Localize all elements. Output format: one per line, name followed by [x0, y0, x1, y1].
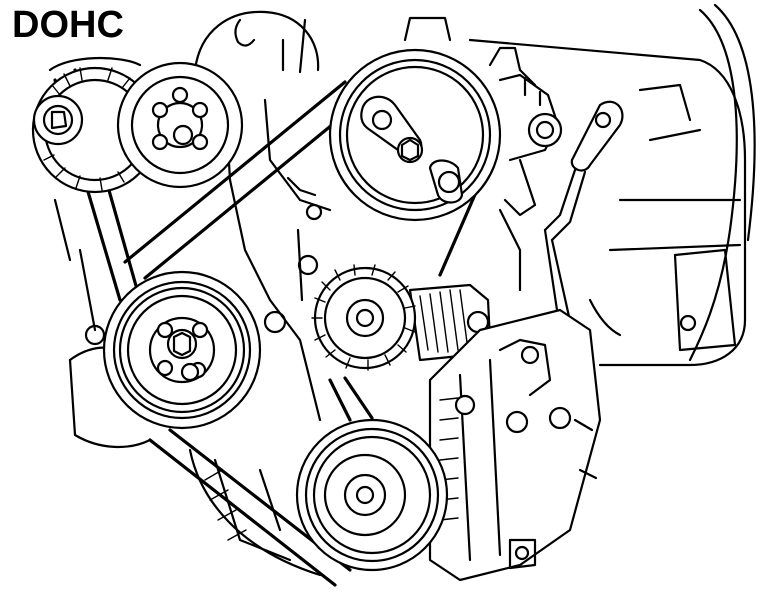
- power-steering-pulley: [328, 48, 502, 222]
- crankshaft-pulley: [102, 270, 262, 430]
- engine-block: [53, 3, 756, 577]
- ac-compressor-pulley: [295, 418, 449, 572]
- water-pump-pulley: [116, 61, 244, 189]
- ac-compressor: [428, 308, 602, 582]
- engine-type-label: DOHC: [12, 4, 124, 46]
- power-steering-bracket: [488, 46, 624, 337]
